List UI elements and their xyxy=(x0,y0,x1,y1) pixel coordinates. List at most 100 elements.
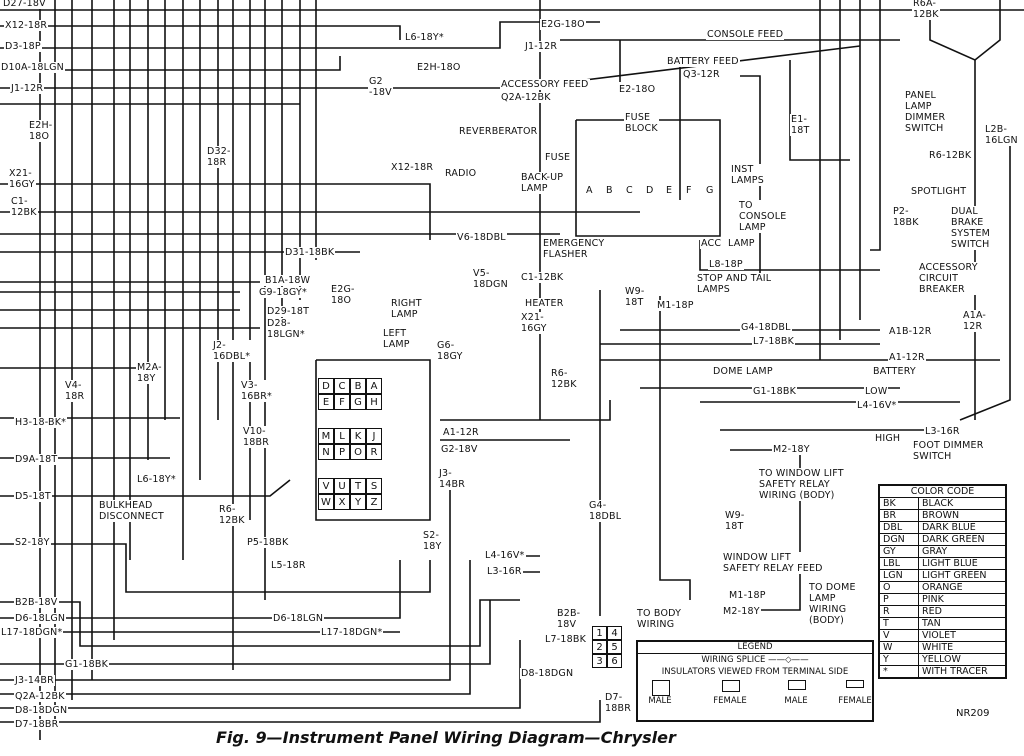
bulkhead-pin: L xyxy=(334,428,350,444)
wire-label: ACC xyxy=(700,238,723,249)
wire xyxy=(699,240,880,271)
bulkhead-pin: Y xyxy=(350,494,366,510)
bulkhead-pin: P xyxy=(334,444,350,460)
color-name: VIOLET xyxy=(918,629,1007,642)
bulkhead-pin: D xyxy=(318,378,334,394)
wire-label: TO DOME LAMP WIRING (BODY) xyxy=(808,582,857,626)
color-abbrev: O xyxy=(878,581,919,594)
wire-label: BULKHEAD DISCONNECT xyxy=(98,500,165,522)
wire-label: TO CONSOLE LAMP xyxy=(738,200,788,233)
wire-label: A1B-12R xyxy=(888,326,933,337)
wire-label: RADIO xyxy=(444,168,478,179)
legend-heading: LEGEND xyxy=(638,642,872,654)
color-name: LIGHT BLUE xyxy=(918,557,1007,570)
bulkhead-pin: F xyxy=(334,394,350,410)
wire xyxy=(575,119,721,237)
bulkhead-pin: V xyxy=(318,478,334,494)
color-code-heading: COLOR CODE xyxy=(878,484,1007,498)
wire-label: B2B- 18V xyxy=(556,608,582,630)
wire-label: D6-18LGN xyxy=(14,613,67,624)
male-insulator-t-icon xyxy=(788,680,806,690)
wire-label: S2-18Y xyxy=(14,537,51,548)
wire-label: LEFT LAMP xyxy=(382,328,411,350)
fuse-slot-label: G xyxy=(705,185,715,196)
wire xyxy=(0,25,401,40)
wire-label: B1A-18W xyxy=(264,275,312,286)
wire-label: D8-18DGN xyxy=(520,668,575,679)
bulkhead-pin: M xyxy=(318,428,334,444)
wire xyxy=(959,130,1011,421)
bulkhead-pin: O xyxy=(350,444,366,460)
wire-label: TO BODY WIRING xyxy=(636,608,683,630)
wire-label: A1-12R xyxy=(442,427,480,438)
wire-label: C1-12BK xyxy=(520,272,565,283)
wire-label: BATTERY FEED xyxy=(666,56,740,67)
body-connector-pin: 1 xyxy=(592,626,607,640)
bulkhead-pin: Z xyxy=(366,494,382,510)
wire-label: X21- 16GY xyxy=(8,168,36,190)
wire-label: R6-12BK xyxy=(928,150,973,161)
wire-label: W9- 18T xyxy=(624,286,646,308)
wire-label: V10- 18BR xyxy=(242,426,271,448)
wire-label: D29-18T xyxy=(266,306,311,317)
bulkhead-pin: R xyxy=(366,444,382,460)
color-name: ORANGE xyxy=(918,581,1007,594)
wire-label: A1A- 12R xyxy=(962,310,988,332)
body-connector-pin: 3 xyxy=(592,654,607,668)
color-name: YELLOW xyxy=(918,653,1007,666)
wire-label: G1-18BK xyxy=(752,386,798,397)
wire-label: SPOTLIGHT xyxy=(910,186,968,197)
bulkhead-pin: C xyxy=(334,378,350,394)
wire-label: L4-16V* xyxy=(856,400,898,411)
wire-label: J2- 16DBL* xyxy=(212,340,252,362)
legend-type: FEMALE xyxy=(838,696,872,706)
color-name: BROWN xyxy=(918,509,1007,522)
figure-code: NR209 xyxy=(956,708,990,719)
color-name: WHITE xyxy=(918,641,1007,654)
wire-label: L6-18Y* xyxy=(136,474,177,485)
wire-label: L3-16R xyxy=(924,426,961,437)
color-abbrev: * xyxy=(878,665,919,679)
wire-label: M2A- 18Y xyxy=(136,362,163,384)
wire xyxy=(0,600,491,665)
wire xyxy=(789,60,850,161)
wire-label: V5- 18DGN xyxy=(472,268,509,290)
wire-label: E2G-18O xyxy=(540,19,586,30)
wire-label: M2-18Y xyxy=(722,606,761,617)
fuse-slot-label: E xyxy=(665,185,674,196)
wire-label: E2G- 18O xyxy=(330,284,356,306)
wire-label: G9-18GY* xyxy=(258,287,308,298)
bulkhead-pin: J xyxy=(366,428,382,444)
wire xyxy=(0,480,451,681)
wire-label: G4- 18DBL xyxy=(588,500,623,522)
bulkhead-pin: X xyxy=(334,494,350,510)
wire-label: J3- 14BR xyxy=(438,468,467,490)
fuse-slot-label: C xyxy=(625,185,634,196)
wire-label: TO WINDOW LIFT SAFETY RELAY WIRING (BODY… xyxy=(758,468,845,501)
legend-type: MALE xyxy=(648,696,672,706)
wire-label: PANEL LAMP DIMMER SWITCH xyxy=(904,90,947,134)
wire-label: J1-12R xyxy=(10,83,45,94)
wire-label: D7-18BR xyxy=(14,719,60,730)
wire-label: E2-18O xyxy=(618,84,657,95)
wire-label: EMERGENCY FLASHER xyxy=(542,238,606,260)
color-name: PINK xyxy=(918,593,1007,606)
wire-label: W9- 18T xyxy=(724,510,746,532)
wire-label: P5-18BK xyxy=(246,537,290,548)
wire-label: ACCESSORY FEED xyxy=(500,79,590,90)
color-abbrev: P xyxy=(878,593,919,606)
wire-label: LOW xyxy=(864,386,889,397)
color-abbrev: LGN xyxy=(878,569,919,582)
wire-label: C1- 12BK xyxy=(10,196,38,218)
wire-label: L17-18DGN* xyxy=(0,627,64,638)
